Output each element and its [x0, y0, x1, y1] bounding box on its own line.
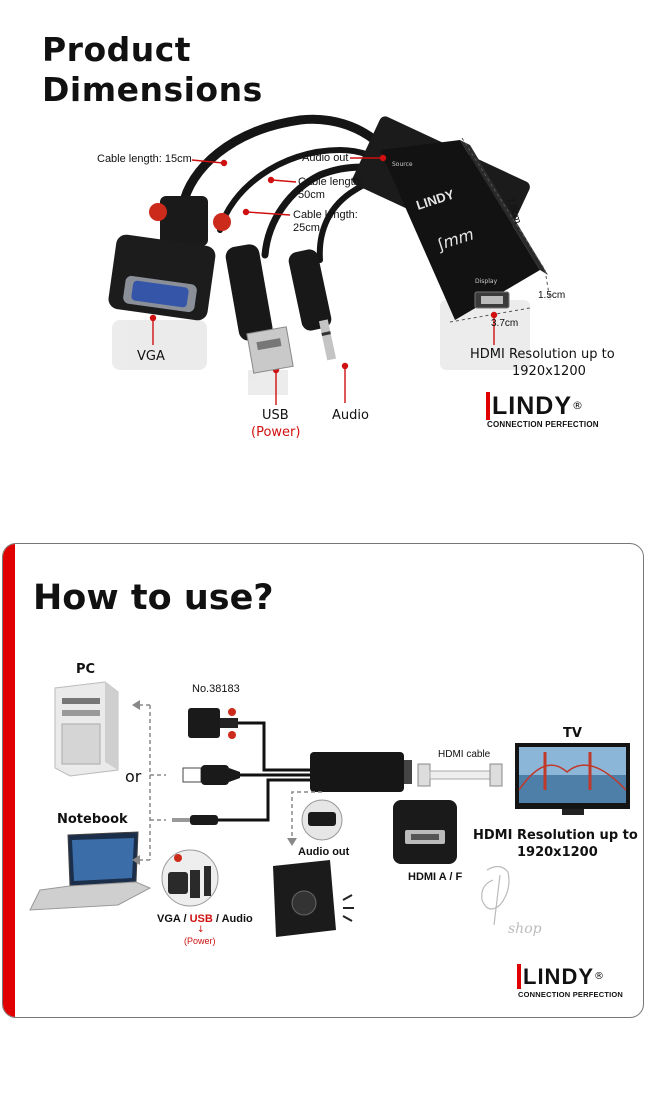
title-line-1: Product	[42, 30, 192, 69]
cable-50-label: Cable length: 50cm	[298, 176, 363, 202]
pc-tower-illustration	[54, 681, 119, 777]
hdmi-res-bottom-line1: HDMI Resolution up to	[473, 828, 638, 843]
cable-50-line2: 50cm	[298, 189, 325, 201]
shop-watermark-text: shop	[508, 921, 542, 937]
audio-part: / Audio	[212, 913, 253, 925]
speaker-illustration	[273, 860, 354, 937]
power-label: (Power)	[184, 936, 216, 946]
audio-label: Audio	[332, 408, 369, 423]
diagram-vga-connector	[188, 708, 238, 739]
usb-part: USB	[189, 913, 213, 925]
lindy-logo-top: LINDY® CONNECTION PERFECTION	[486, 392, 610, 430]
hdmi-port-inset	[393, 800, 457, 864]
part-number-label: No.38183	[192, 683, 240, 695]
notebook-illustration	[29, 831, 152, 911]
logo-registered-bottom: ®	[594, 971, 604, 982]
usb-label: USB	[262, 408, 289, 423]
dim-width-label: 3.7cm	[491, 318, 519, 329]
diagram-usb-connector	[182, 765, 240, 785]
dimension-lines	[449, 137, 551, 323]
lindy-logo-bottom: LINDY® CONNECTION PERFECTION	[517, 964, 629, 1002]
hdmi-cable-illustration	[417, 763, 503, 787]
logo-tagline-bottom: CONNECTION PERFECTION	[518, 990, 624, 999]
hdmi-res-bottom-line2: 1920x1200	[517, 845, 598, 860]
audio-out-label-bottom: Audio out	[298, 846, 350, 858]
source-port-label: Source	[392, 161, 413, 168]
audio-out-arrow	[291, 791, 322, 840]
logo-word-bottom: LINDY	[517, 964, 594, 989]
hdmi-af-label: HDMI A / F	[408, 871, 463, 883]
dimensions-title: Product Dimensions	[42, 30, 263, 110]
cable-50-line1: Cable length:	[298, 176, 363, 188]
logo-registered: ®	[572, 399, 583, 412]
vga-part: VGA /	[157, 913, 190, 925]
reflection-shadow	[112, 300, 530, 395]
audio-port-inset	[301, 799, 343, 841]
arrow-heads	[132, 700, 140, 865]
hdmi-resolution-line1: HDMI Resolution up to	[470, 347, 615, 362]
notebook-label: Notebook	[57, 812, 128, 827]
how-to-use-title: How to use?	[33, 578, 274, 618]
usage-diagram	[29, 681, 630, 937]
audio-jack-illustration	[288, 249, 337, 361]
cable-25-label: Cable length: 25cm	[293, 209, 358, 235]
cable-25-line2: 25cm	[293, 222, 320, 234]
tv-label: TV	[563, 726, 582, 741]
or-label: or	[125, 767, 142, 786]
adapter-box	[352, 116, 548, 320]
usb-connector-illustration	[225, 244, 294, 374]
title-line-2: Dimensions	[42, 70, 263, 109]
cable-15-label: Cable length: 15cm	[97, 153, 192, 165]
red-accent-bar	[3, 544, 15, 1017]
pc-label: PC	[76, 662, 96, 677]
logo-word: LINDY	[486, 392, 572, 420]
usb-power-label: (Power)	[251, 425, 301, 440]
audio-out-arrowhead	[287, 838, 297, 846]
diagram-audio-connector	[172, 815, 218, 825]
hdmi-resolution-line2: 1920x1200	[512, 364, 586, 379]
product-illustration: LINDY ∫ⅿⅿ Source Display	[108, 114, 551, 405]
hdmi-cable-label: HDMI cable	[438, 749, 491, 760]
diagram-adapter	[310, 752, 412, 792]
down-arrow-icon: ↓	[197, 925, 205, 935]
shop-watermark	[481, 865, 510, 926]
vga-connector-illustration	[108, 196, 231, 321]
logo-tagline: CONNECTION PERFECTION	[487, 420, 599, 429]
vga-label: VGA	[137, 349, 165, 364]
source-connection-arrows	[138, 704, 166, 861]
vga-usb-audio-label: VGA / USB / Audio	[157, 913, 253, 925]
dim-height-label: 1.5cm	[538, 290, 566, 301]
diagram-cables	[218, 721, 310, 822]
display-port-label: Display	[475, 278, 498, 285]
audio-out-label: Audio out	[302, 152, 349, 164]
connector-inset	[161, 849, 219, 907]
tv-illustration	[515, 743, 630, 815]
cable-25-line1: Cable length:	[293, 209, 358, 221]
